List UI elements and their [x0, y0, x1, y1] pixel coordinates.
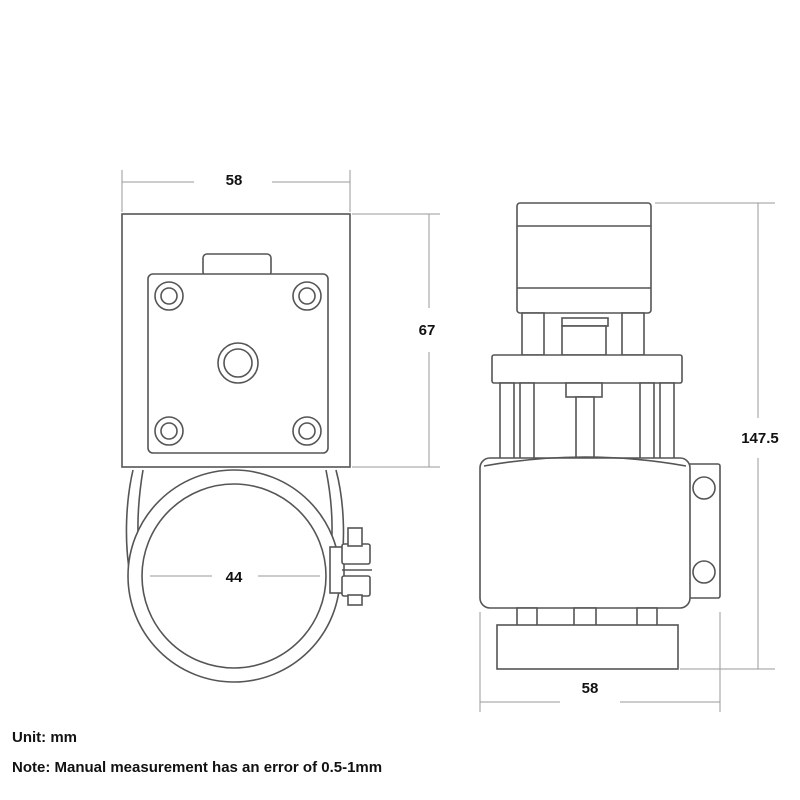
side-motor-block — [516, 202, 652, 314]
front-view — [121, 213, 372, 683]
side-view — [479, 202, 721, 670]
corner-screw-bottom-left — [154, 416, 184, 446]
clamp-ring — [127, 469, 341, 683]
corner-screw-bottom-right — [292, 416, 322, 446]
clamp-bolt — [329, 527, 372, 606]
measurement-error-note: Note: Manual measurement has an error of… — [12, 759, 383, 776]
front-width-label: 58 — [226, 172, 243, 189]
side-height-label: 147.5 — [741, 430, 779, 447]
unit-note: Unit: mm — [12, 729, 77, 746]
side-dimension-lines — [479, 202, 775, 712]
front-dimension-lines — [121, 170, 440, 577]
corner-screw-top-left — [154, 281, 184, 311]
side-coupler — [561, 325, 607, 356]
side-clamp-ear — [687, 463, 721, 599]
side-width-label: 58 — [582, 680, 599, 697]
front-height-label: 67 — [419, 322, 436, 339]
side-base-plate — [496, 624, 679, 670]
corner-screw-top-right — [292, 281, 322, 311]
side-motor-standoffs — [521, 312, 645, 356]
clamp-diameter-label: 44 — [226, 569, 243, 586]
side-upper-plate — [491, 354, 683, 384]
motor-shaft — [217, 342, 259, 384]
side-cylinder — [479, 456, 691, 609]
side-lower-rods — [499, 382, 675, 462]
motor-tab — [202, 253, 272, 277]
